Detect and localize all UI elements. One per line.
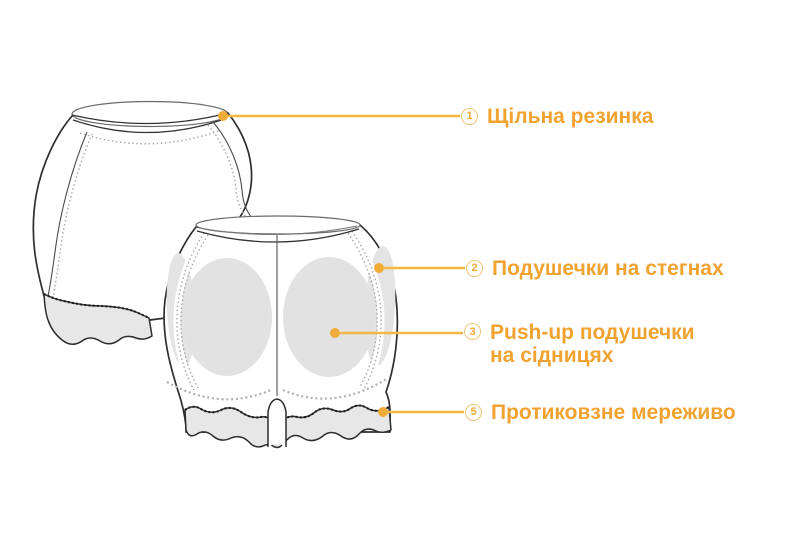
front-left-seam-stitch-2 (180, 234, 209, 389)
front-shorts-illustration (163, 215, 399, 449)
callout-dot-5 (378, 407, 388, 417)
back-lace-trim (43, 293, 153, 345)
callout-3-number-icon: 3 (464, 323, 481, 340)
front-right-seam-stitch-2 (347, 232, 378, 388)
left-leg-quilt-seam (166, 381, 272, 401)
front-waist-inner-rim (198, 225, 358, 236)
back-right-seam-stitch (207, 124, 247, 218)
callout-dot-2 (374, 263, 384, 273)
callout-1-label: Щільна резинка (487, 104, 654, 128)
back-left-seam (47, 131, 88, 297)
callout-2: 2 Подушечки на стегнах (466, 255, 724, 281)
callout-5-label: Протиковзне мереживо (491, 400, 736, 424)
callout-2-label: Подушечки на стегнах (492, 256, 724, 280)
back-left-seam-stitch (52, 133, 93, 298)
front-right-seam-stitch (351, 230, 382, 390)
callout-3-label: Push-up подушечки на сідницях (490, 321, 695, 367)
back-waist-opening (71, 100, 229, 128)
back-waist-stitching (79, 129, 222, 145)
right-buttock-pad (283, 257, 375, 377)
right-leg-quilt-seam (282, 377, 389, 400)
front-waistband-bottom (196, 228, 360, 243)
back-right-seam (212, 121, 253, 219)
callout-1-number-icon: 1 (461, 107, 478, 125)
callout-2-number-icon: 2 (466, 259, 483, 277)
callout-1: 1 Щільна резинка (461, 103, 653, 129)
back-lace-stitching (43, 293, 150, 319)
callout-leaders (218, 111, 465, 417)
callout-dot-1 (218, 111, 228, 121)
callout-5: 5 Протиковзне мереживо (465, 399, 736, 425)
callout-5-number-icon: 5 (465, 403, 482, 421)
front-lace-stitching (184, 404, 390, 424)
callout-3: 3 Push-up подушечки на сідницях (464, 321, 718, 367)
back-waist-rim (71, 112, 229, 125)
front-left-seam-stitch (176, 232, 205, 391)
center-notch-outline (267, 398, 287, 447)
left-buttock-pad (182, 258, 272, 376)
center-notch-fill (268, 399, 286, 447)
callout-dot-3 (330, 328, 340, 338)
back-waistband-bottom (72, 117, 228, 134)
